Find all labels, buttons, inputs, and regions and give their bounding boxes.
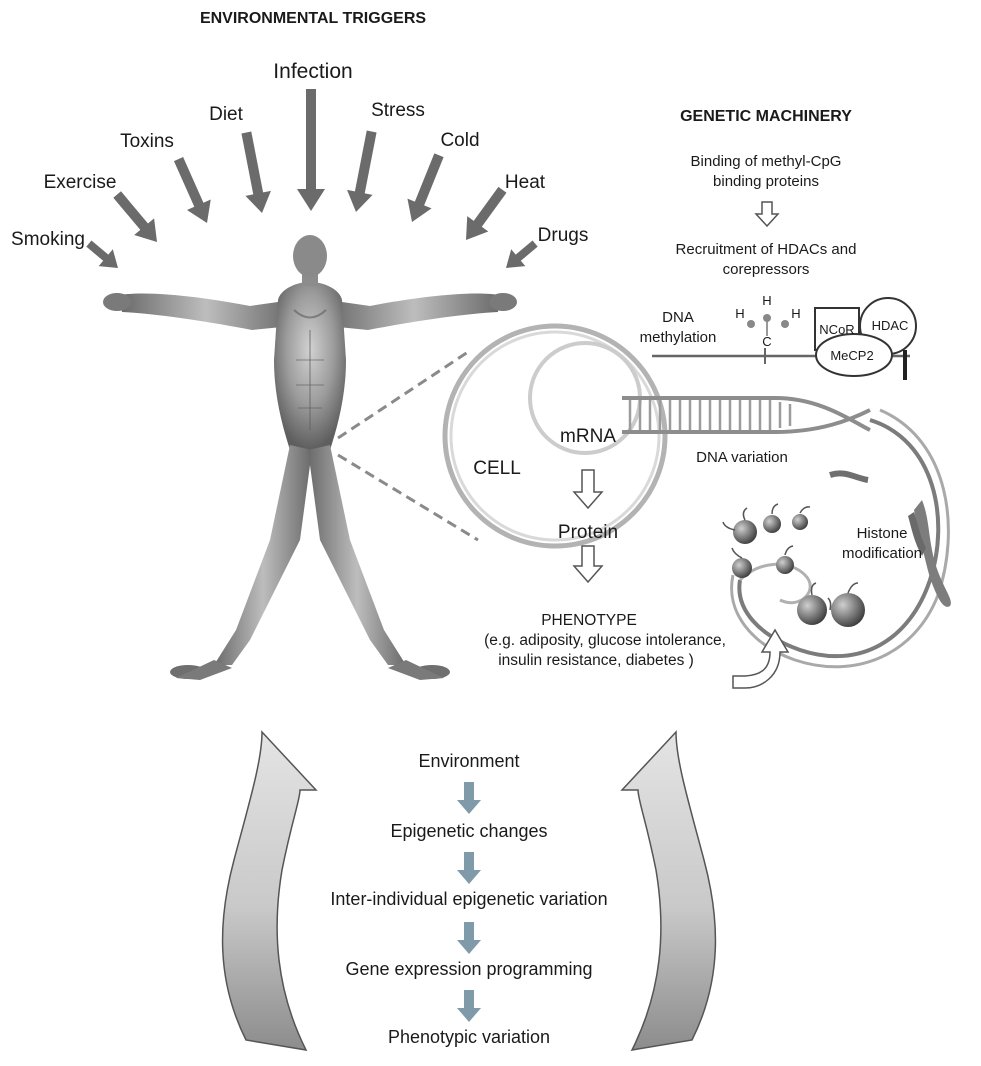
hdac-label: HDAC	[872, 318, 909, 333]
cell-graphic	[445, 326, 870, 582]
gm-step2-line2: corepressors	[723, 260, 810, 280]
trigger-diet: Diet	[209, 104, 243, 126]
arrow-stress	[343, 129, 384, 214]
trigger-infection: Infection	[273, 60, 352, 84]
dna-methylation-line2: methylation	[640, 328, 717, 348]
cell-label: CELL	[473, 458, 521, 480]
flow-step-4: Gene expression programming	[345, 959, 592, 980]
genetic-machinery-title: GENETIC MACHINERY	[680, 108, 852, 126]
mrna-label: mRNA	[560, 426, 616, 448]
gm-step2-line1: Recruitment of HDACs and	[676, 240, 857, 260]
arrow-drugs	[499, 235, 542, 276]
flow-step-1: Environment	[418, 751, 519, 772]
trigger-cold: Cold	[440, 130, 479, 152]
flow-step-2: Epigenetic changes	[390, 821, 547, 842]
histone-label-line2: modification	[842, 544, 922, 564]
flow-step-3: Inter-individual epigenetic variation	[330, 889, 607, 910]
protein-label: Protein	[558, 522, 618, 544]
phenotype-examples-line2: insulin resistance, diabetes )	[498, 651, 694, 671]
histone-label-line1: Histone	[857, 524, 908, 544]
dna-methylation-line1: DNA	[662, 308, 694, 328]
arrow-smoking	[82, 235, 125, 276]
arrow-infection	[297, 89, 325, 211]
arrow-diet	[234, 130, 275, 215]
arrow-exercise	[107, 186, 167, 250]
hydrogen-label-2: H	[762, 293, 771, 308]
ncor-label: NCoR	[819, 322, 854, 337]
trigger-stress: Stress	[371, 100, 425, 122]
hydrogen-label-1: H	[735, 306, 744, 321]
cycle-arrow-right	[622, 732, 715, 1050]
phenotype-examples-line1: (e.g. adiposity, glucose intolerance,	[484, 631, 726, 651]
hydrogen-label-3: H	[791, 306, 800, 321]
arrow-toxins	[167, 154, 219, 229]
phenotype-curved-arrow	[733, 630, 788, 688]
carbon-label: C	[762, 334, 771, 349]
gm-step1-line2: binding proteins	[713, 172, 819, 192]
flow-step-5: Phenotypic variation	[388, 1027, 550, 1048]
trigger-smoking: Smoking	[11, 229, 85, 251]
triggers-title: ENVIRONMENTAL TRIGGERS	[200, 10, 426, 28]
dna-variation-label: DNA variation	[696, 448, 788, 468]
arrow-cold	[400, 150, 451, 226]
gm-step1-line1: Binding of methyl-CpG	[691, 152, 842, 172]
phenotype-label: PHENOTYPE	[541, 611, 637, 631]
trigger-drugs: Drugs	[538, 225, 589, 247]
trigger-toxins: Toxins	[120, 131, 174, 153]
mecp2-label: MeCP2	[830, 348, 873, 363]
cycle-arrow-left	[223, 732, 316, 1050]
trigger-heat: Heat	[505, 172, 545, 194]
trigger-exercise: Exercise	[44, 172, 117, 194]
methylation-schematic	[652, 202, 916, 380]
